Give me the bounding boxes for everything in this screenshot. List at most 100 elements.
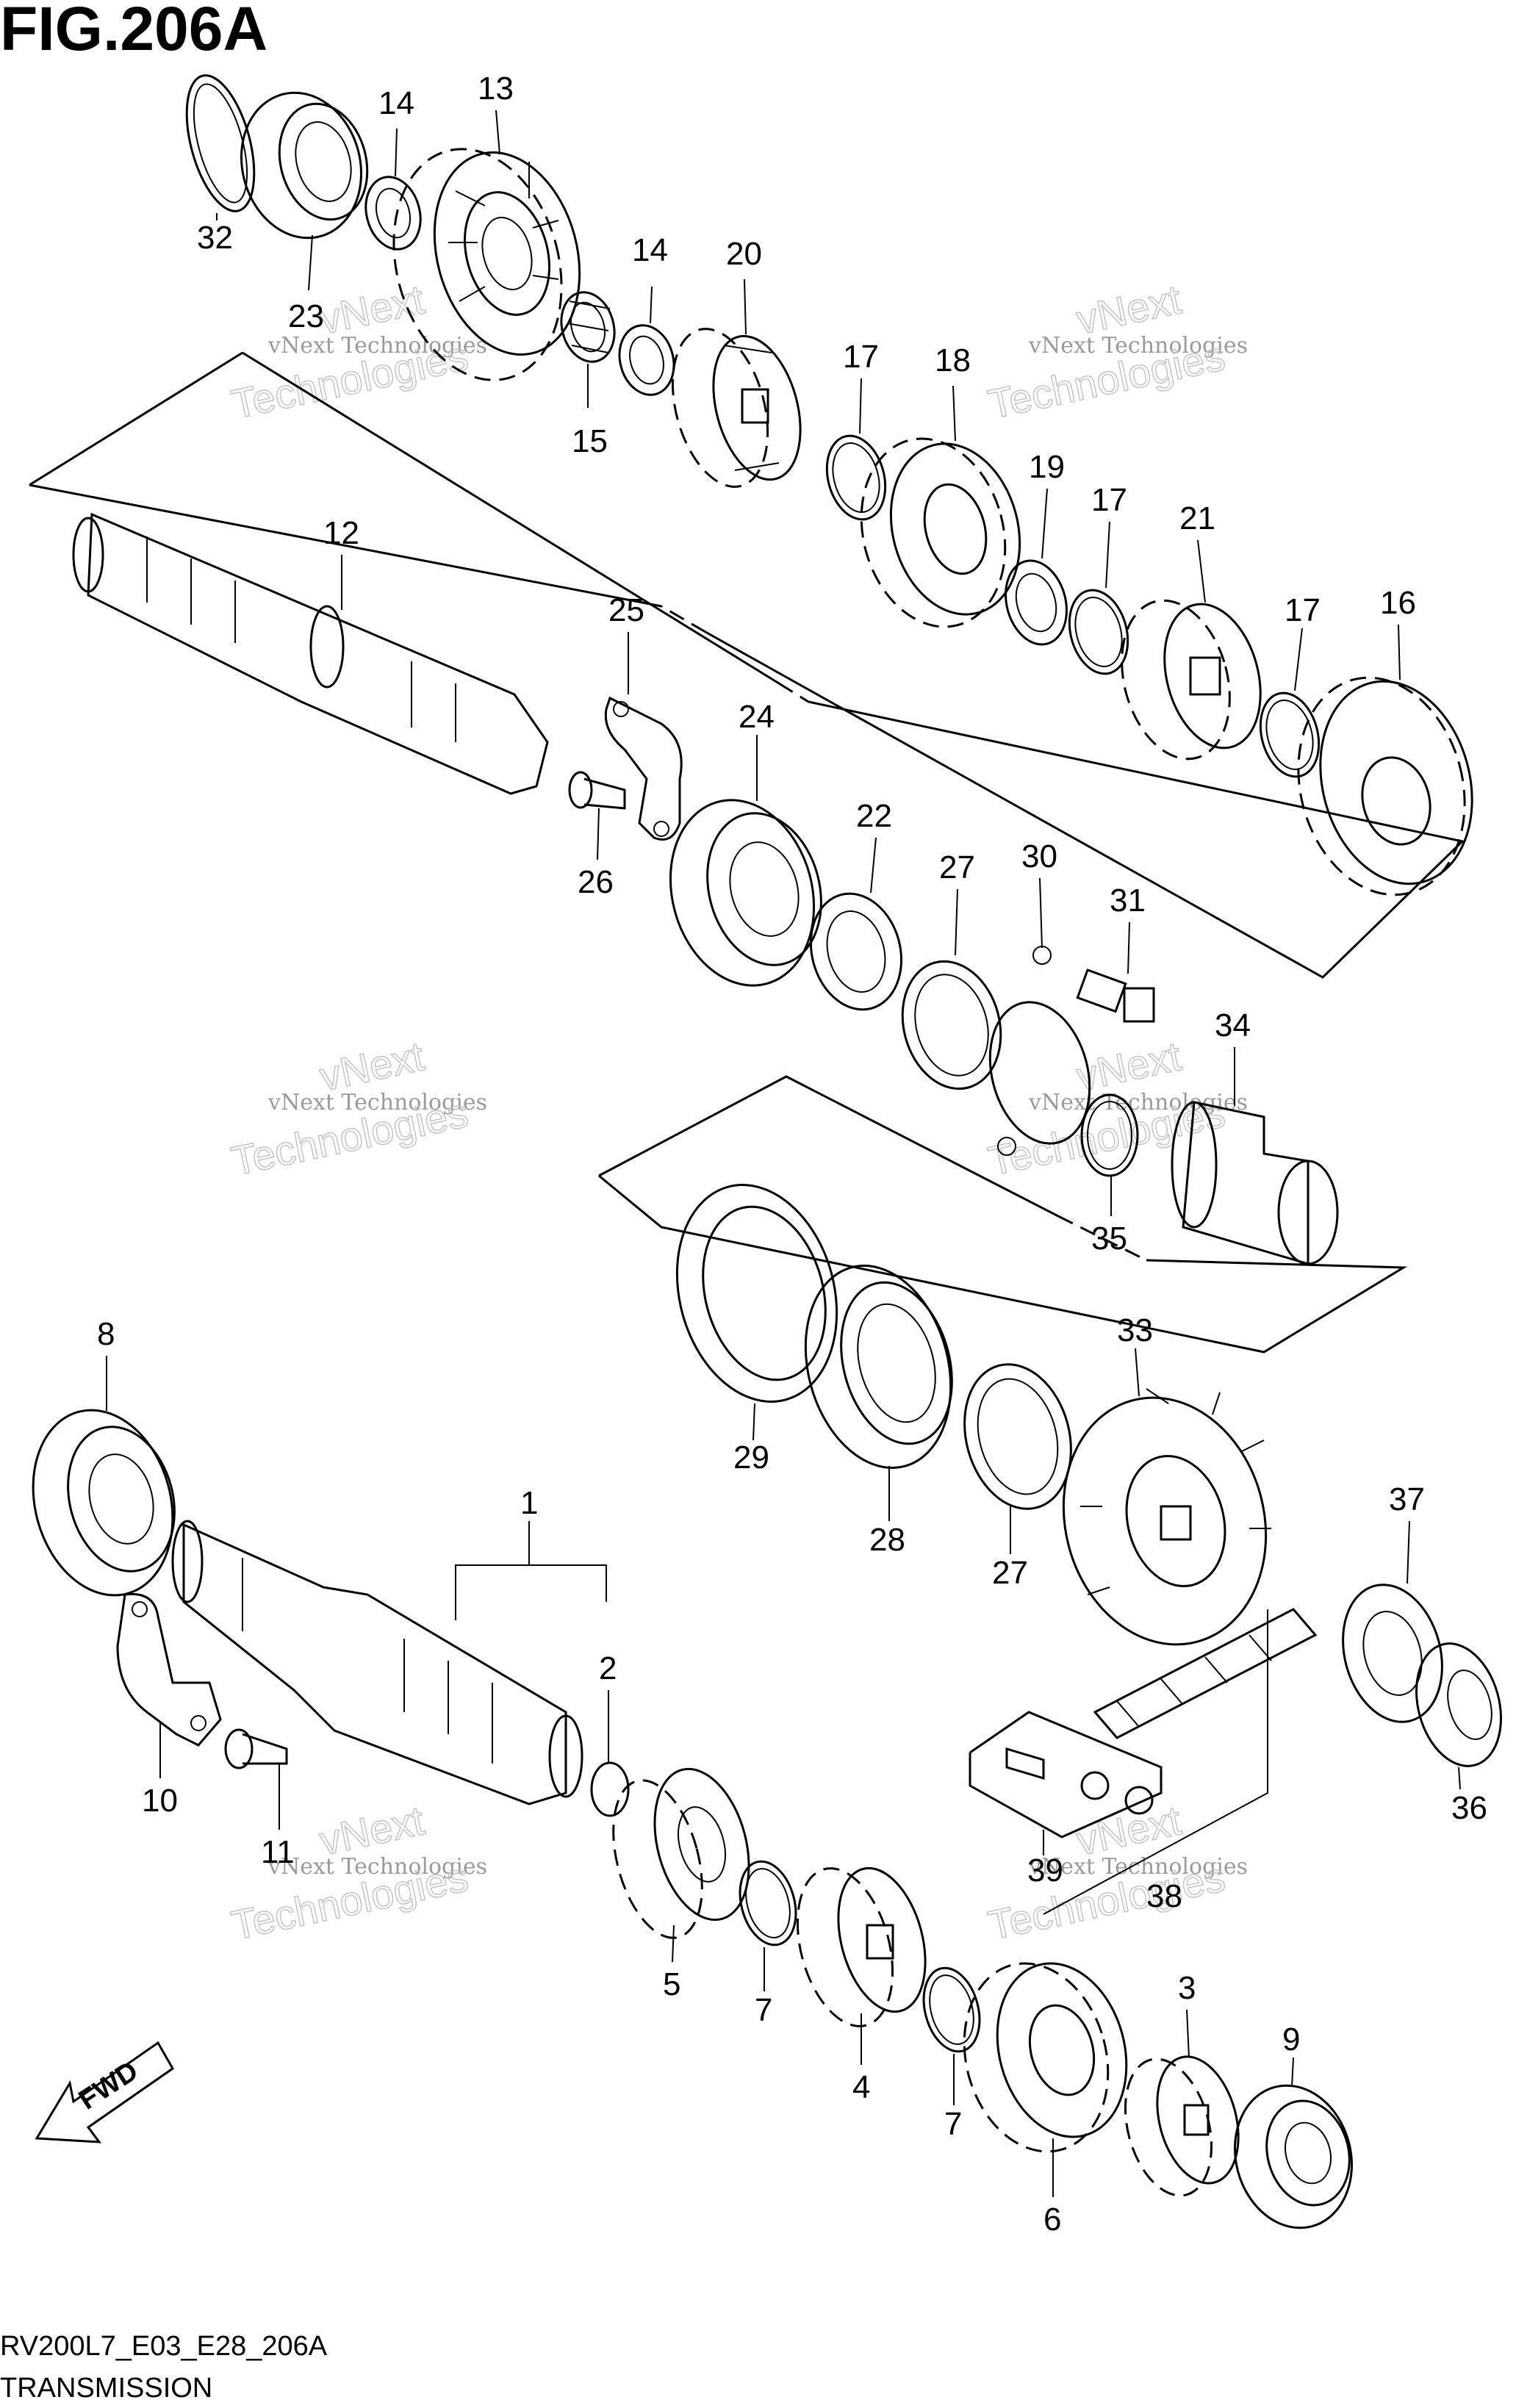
callout-39: 39 [1027, 1852, 1063, 1888]
bearing-part-24 [669, 799, 822, 987]
callout-6: 6 [1043, 2202, 1061, 2238]
drive-chain [1093, 1608, 1318, 1739]
callout-28: 28 [869, 1522, 905, 1558]
callout-18: 18 [935, 342, 971, 378]
washer-part-14-upper [364, 176, 422, 251]
gear-part-3 [1124, 2055, 1240, 2197]
callout-20: 20 [726, 236, 762, 272]
callout-23: 23 [288, 298, 324, 334]
callout-33: 33 [1117, 1312, 1153, 1348]
part-38-leader-bracket [1043, 1609, 1268, 1915]
gear-part-18 [860, 437, 1021, 628]
callout-11: 11 [261, 1834, 295, 1870]
callout-31: 31 [1110, 883, 1146, 919]
circlip-part-7-b [922, 1966, 981, 2053]
spacer-assembly-frame [598, 1075, 1408, 1354]
watermark-top-right: vNext Technologies vNext Technologies [984, 276, 1248, 428]
oil-seal-part-27-upper [901, 960, 1002, 1090]
callout-36: 36 [1451, 1790, 1487, 1826]
callout-7-b: 7 [944, 2106, 962, 2142]
callout-14-lower: 14 [632, 232, 668, 268]
washer-part-37 [1342, 1584, 1443, 1723]
watermark-mid-right: vNext Technologies vNext Technologies [984, 1032, 1248, 1185]
oil-seal-part-29 [675, 1184, 838, 1403]
callout-13: 13 [478, 71, 514, 107]
circlip-part-17-b [1068, 589, 1129, 675]
callout-9: 9 [1282, 2021, 1300, 2057]
needle-bearing-part-2 [590, 1761, 630, 1817]
svg-text:vNext Technologies: vNext Technologies [1028, 1090, 1248, 1115]
gear-part-4 [796, 1866, 927, 2027]
circlip-part-32 [185, 74, 256, 212]
callout-37: 37 [1389, 1481, 1425, 1517]
callout-35: 35 [1091, 1221, 1127, 1257]
callout-32: 32 [197, 220, 233, 256]
callout-17-a: 17 [843, 339, 879, 375]
bearing-part-8 [32, 1409, 176, 1597]
svg-text:vNext Technologies: vNext Technologies [267, 1090, 487, 1115]
screw-part-11 [224, 1728, 288, 1769]
gear-part-16 [1297, 676, 1473, 896]
svg-text:vNext Technologies: vNext Technologies [1028, 1854, 1248, 1880]
callout-3: 3 [1178, 1970, 1196, 2006]
oil-seal-part-27-lower [963, 1363, 1072, 1510]
callout-29: 29 [733, 1440, 769, 1476]
callout-34: 34 [1215, 1007, 1251, 1043]
plate-part-25 [604, 696, 683, 841]
gear-part-6 [963, 1962, 1128, 2153]
callout-24: 24 [739, 699, 775, 735]
washer-part-14-lower [618, 324, 675, 396]
callout-27-lower: 27 [992, 1555, 1028, 1591]
watermark-mid-left: vNext Technologies vNext Technologies [227, 1032, 487, 1185]
needle-bearing-part-15 [560, 291, 616, 363]
callout-38: 38 [1146, 1878, 1182, 1914]
callout-10: 10 [142, 1783, 178, 1819]
callout-17-b: 17 [1091, 482, 1127, 518]
countershaft-part-12 [72, 512, 549, 795]
callout-19: 19 [1029, 449, 1065, 485]
circlip-part-17-a [825, 434, 887, 521]
callout-15: 15 [572, 423, 608, 459]
diagram-code: RV200L7_E03_E28_206A [0, 2331, 328, 2362]
callout-21: 21 [1179, 500, 1215, 536]
watermark-bottom-left: vNext Technologies vNext Technologies [227, 1797, 487, 1949]
circlip-part-7-a [739, 1860, 797, 1947]
svg-text:vNext Technologies: vNext Technologies [1028, 333, 1248, 359]
callout-4: 4 [852, 2069, 870, 2105]
gear-part-13 [392, 148, 581, 381]
callout-30: 30 [1021, 838, 1057, 874]
callout-2: 2 [599, 1650, 617, 1686]
svg-text:vNext Technologies: vNext Technologies [267, 1854, 487, 1880]
nut-part-36 [1415, 1642, 1503, 1767]
bolt-part-31 [1076, 968, 1155, 1023]
chain-joint-frame [969, 1711, 1163, 1839]
svg-text:vNext Technologies: vNext Technologies [267, 333, 487, 359]
callout-27-upper: 27 [939, 849, 975, 885]
washer-part-19 [1005, 559, 1068, 646]
gear-part-20 [671, 328, 802, 488]
bearing-part-28 [804, 1265, 953, 1469]
callout-8: 8 [97, 1316, 115, 1352]
callout-17-c: 17 [1285, 592, 1321, 628]
gear-part-5 [612, 1767, 750, 1939]
callout-1: 1 [520, 1485, 538, 1521]
bearing-part-9 [1234, 2084, 1353, 2229]
callout-25: 25 [608, 592, 644, 628]
circlip-part-17-c [1259, 691, 1321, 778]
mainshaft-part-1 [171, 1520, 583, 1805]
plate-part-10 [116, 1592, 222, 1747]
callout-7-a: 7 [755, 1992, 772, 2028]
callout-26: 26 [578, 864, 614, 900]
forward-direction-arrow: FWD [35, 2041, 174, 2143]
sprocket-part-33 [1062, 1388, 1271, 1646]
callout-22: 22 [856, 798, 892, 834]
callout-labels: 32 23 14 13 14 15 20 17 18 19 17 21 17 1… [97, 71, 1487, 2238]
gear-part-21 [1121, 599, 1262, 761]
screw-part-26 [568, 771, 626, 810]
callout-16: 16 [1380, 585, 1416, 621]
callout-5: 5 [663, 1966, 680, 2002]
diagram-name: TRANSMISSION [0, 2373, 212, 2404]
spacer-part-34 [1171, 1101, 1339, 1266]
callout-12: 12 [323, 515, 359, 551]
